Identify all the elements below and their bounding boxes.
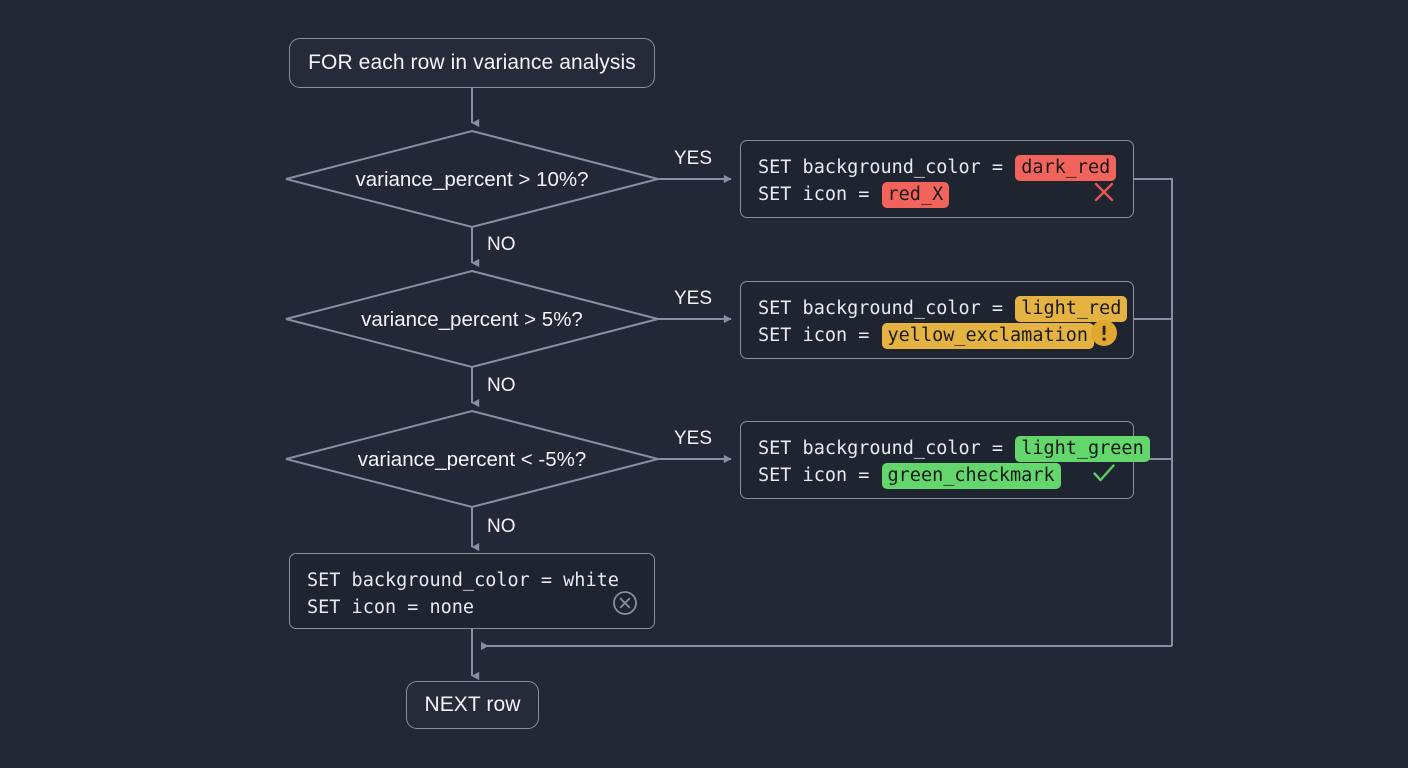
edge-label-yes-2: YES bbox=[674, 288, 713, 309]
yellow-exclamation-icon bbox=[1089, 318, 1119, 348]
decision-2-label: variance_percent > 5%? bbox=[361, 308, 583, 331]
action-box-light-red[interactable]: SET background_color = light_red SET ico… bbox=[740, 281, 1134, 359]
action-2-line-1: SET background_color = light_red bbox=[758, 295, 1128, 322]
action-2-line-1-prefix: SET background_color = bbox=[758, 298, 1015, 319]
action-2-line-2: SET icon = yellow_exclamation bbox=[758, 322, 1117, 349]
action-2-line-2-prefix: SET icon = bbox=[758, 325, 881, 346]
edge-label-no-3: NO bbox=[487, 516, 516, 537]
action-1-line-1: SET background_color = dark_red bbox=[758, 154, 1117, 181]
action-box-default[interactable]: SET background_color = white SET icon = … bbox=[289, 553, 655, 629]
action-3-background-value: light_green bbox=[1015, 435, 1150, 462]
action-1-line-2: SET icon = red_X bbox=[758, 181, 1117, 208]
decision-1-label: variance_percent > 10%? bbox=[355, 168, 589, 191]
action-4-line-2: SET icon = none bbox=[307, 594, 638, 621]
start-terminal[interactable]: FOR each row in variance analysis bbox=[289, 38, 655, 88]
decision-3-label: variance_percent < -5%? bbox=[357, 448, 587, 471]
action-1-line-1-prefix: SET background_color = bbox=[758, 157, 1015, 178]
green-checkmark-icon bbox=[1089, 458, 1119, 488]
start-terminal-label: FOR each row in variance analysis bbox=[308, 51, 636, 74]
action-3-icon-value: green_checkmark bbox=[881, 462, 1061, 489]
action-box-light-green[interactable]: SET background_color = light_green SET i… bbox=[740, 421, 1150, 499]
edge-label-yes-3: YES bbox=[674, 428, 713, 449]
action-3-line-1: SET background_color = light_green bbox=[758, 435, 1150, 462]
edge-label-yes-1: YES bbox=[674, 148, 713, 169]
end-terminal-label: NEXT row bbox=[424, 693, 521, 716]
action-3-line-1-prefix: SET background_color = bbox=[758, 438, 1015, 459]
action-1-icon-value: red_X bbox=[881, 181, 950, 208]
circled-x-icon bbox=[610, 588, 640, 618]
action-4-line-1-prefix: SET background_color = white bbox=[307, 570, 619, 591]
action-4-line-2-prefix: SET icon = none bbox=[307, 597, 475, 618]
action-2-icon-value: yellow_exclamation bbox=[881, 322, 1095, 349]
action-3-line-2: SET icon = green_checkmark bbox=[758, 462, 1117, 489]
edge-label-no-2: NO bbox=[487, 375, 516, 396]
action-1-line-2-prefix: SET icon = bbox=[758, 184, 881, 205]
action-4-line-1: SET background_color = white bbox=[307, 567, 638, 594]
action-box-dark-red[interactable]: SET background_color = dark_red SET icon… bbox=[740, 140, 1134, 218]
end-terminal[interactable]: NEXT row bbox=[406, 681, 539, 729]
action-2-background-value: light_red bbox=[1015, 295, 1128, 322]
edge-label-no-1: NO bbox=[487, 234, 516, 255]
red-x-icon bbox=[1089, 177, 1119, 207]
action-1-background-value: dark_red bbox=[1015, 154, 1117, 181]
action-3-line-2-prefix: SET icon = bbox=[758, 465, 881, 486]
